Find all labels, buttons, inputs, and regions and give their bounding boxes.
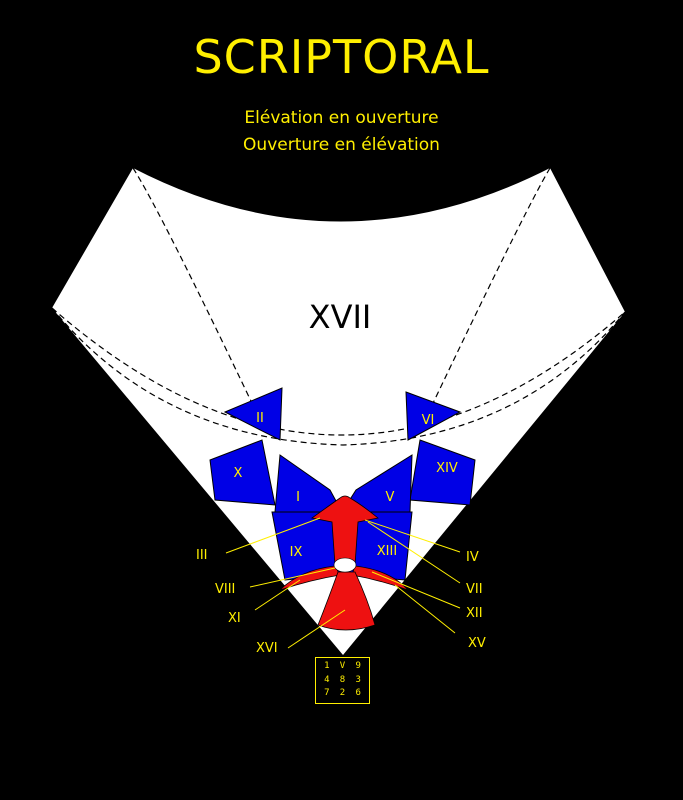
panel-xiv xyxy=(409,439,476,506)
callout-label-viii: VIII xyxy=(215,582,235,597)
legend-cell: 7 xyxy=(324,688,330,699)
legend-cell: 3 xyxy=(355,674,361,685)
dashed-guides xyxy=(51,167,626,446)
callout-label-xi: XI xyxy=(228,611,241,626)
legend-cell: 2 xyxy=(339,688,346,699)
legend-cell: 9 xyxy=(355,661,361,671)
panel-ii xyxy=(223,387,283,441)
upper-palate xyxy=(311,495,379,566)
legend-cell: 4 xyxy=(324,674,330,685)
callout-label-iii: III xyxy=(196,548,208,563)
panel-vi xyxy=(405,391,462,441)
region-label-vi: VI xyxy=(422,413,435,428)
subtitle-line-2: Ouverture en élévation xyxy=(243,135,440,155)
region-label-xiii: XIII xyxy=(377,544,397,559)
region-label-v: V xyxy=(386,490,395,505)
callout-label-xii: XII xyxy=(466,606,483,621)
legend-cell: 8 xyxy=(339,674,346,685)
callout-label-xv: XV xyxy=(468,636,486,651)
page-title: SCRIPTORAL xyxy=(193,30,490,84)
panel-x xyxy=(209,439,276,506)
legend-cell: 6 xyxy=(355,688,361,699)
region-label-x: X xyxy=(234,466,243,481)
callout-lines xyxy=(225,517,461,649)
legend-cell: 1 xyxy=(324,661,330,671)
subtitle-line-1: Elévation en ouverture xyxy=(244,108,439,128)
lower-cone xyxy=(317,571,376,631)
callout-label-vii: VII xyxy=(466,582,483,597)
center-aperture xyxy=(333,557,357,573)
blue-panels xyxy=(209,387,476,581)
right-fold xyxy=(351,565,409,591)
legend-grid: 1 V 9 4 8 3 7 2 6 xyxy=(315,657,370,704)
white-surface xyxy=(52,168,625,655)
region-label-i: I xyxy=(296,490,300,505)
region-label-xvii: XVII xyxy=(309,298,372,336)
region-label-ii: II xyxy=(256,411,264,426)
region-label-ix: IX xyxy=(290,545,303,560)
oral-structure xyxy=(279,495,409,631)
legend-cell: V xyxy=(339,661,346,671)
callout-label-xvi: XVI xyxy=(256,641,278,656)
callout-label-iv: IV xyxy=(466,550,479,565)
region-label-xiv: XIV xyxy=(436,461,458,476)
left-fold xyxy=(279,565,341,591)
